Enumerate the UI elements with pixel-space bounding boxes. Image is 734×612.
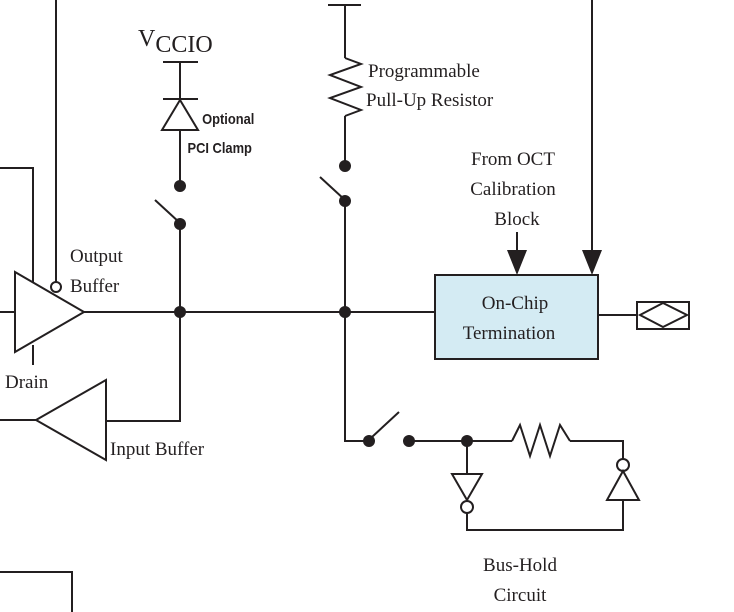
wire-bracket-left: [0, 167, 34, 282]
pullup-label-2: Pull-Up Resistor: [366, 90, 494, 111]
bushold-label-2: Circuit: [494, 585, 547, 606]
oct-cal-label-1: From OCT: [471, 149, 555, 170]
vccio-label: VCCIO: [138, 26, 213, 58]
oct-cal-label-2: Calibration: [470, 179, 556, 200]
wire-bushold-loop: [466, 500, 624, 531]
bushold-switch-contact-left: [363, 435, 375, 447]
output-buffer-label-1: Output: [70, 246, 124, 267]
clamp-switch-contact-top: [174, 180, 186, 192]
bushold-inverter-down: [450, 473, 484, 503]
oct-label-1: On-Chip: [482, 293, 549, 314]
pullup-label-1: Programmable: [368, 61, 480, 82]
clamp-switch-blade: [154, 199, 181, 224]
wire-resistor-to-inverter: [570, 440, 624, 459]
pullup-switch-blade: [319, 176, 346, 201]
oct-cal-arrowhead: [507, 250, 527, 275]
pci-clamp-label-2: PCI Clamp: [187, 139, 251, 156]
wire-input-feedback: [106, 312, 181, 422]
drain-label: Drain: [5, 372, 49, 393]
bushold-switch-blade: [371, 411, 400, 438]
on-chip-termination-block: [434, 274, 599, 360]
oct-label-2: Termination: [463, 323, 556, 344]
pullup-resistor: [327, 57, 364, 117]
pci-clamp-diode: [160, 98, 200, 131]
bushold-label-1: Bus-Hold: [483, 555, 557, 576]
bottom-left-box: [0, 571, 73, 612]
oct-control-arrowhead: [582, 250, 602, 275]
oct-cal-label-3: Block: [494, 209, 540, 230]
io-pin-box: [636, 301, 690, 330]
output-buffer-label-2: Buffer: [70, 276, 120, 297]
pullup-switch-contact-top: [339, 160, 351, 172]
bushold-resistor: [511, 421, 571, 460]
io-pin-diamond-icon: [637, 301, 690, 329]
wire-bus-to-bushold: [344, 312, 368, 442]
inverter-bubble-down: [460, 500, 474, 514]
input-buffer-label: Input Buffer: [110, 439, 205, 460]
pci-clamp-label-1: Optional: [202, 110, 254, 127]
inverter-bubble-oe: [50, 281, 62, 293]
bushold-inverter-up: [605, 468, 641, 501]
